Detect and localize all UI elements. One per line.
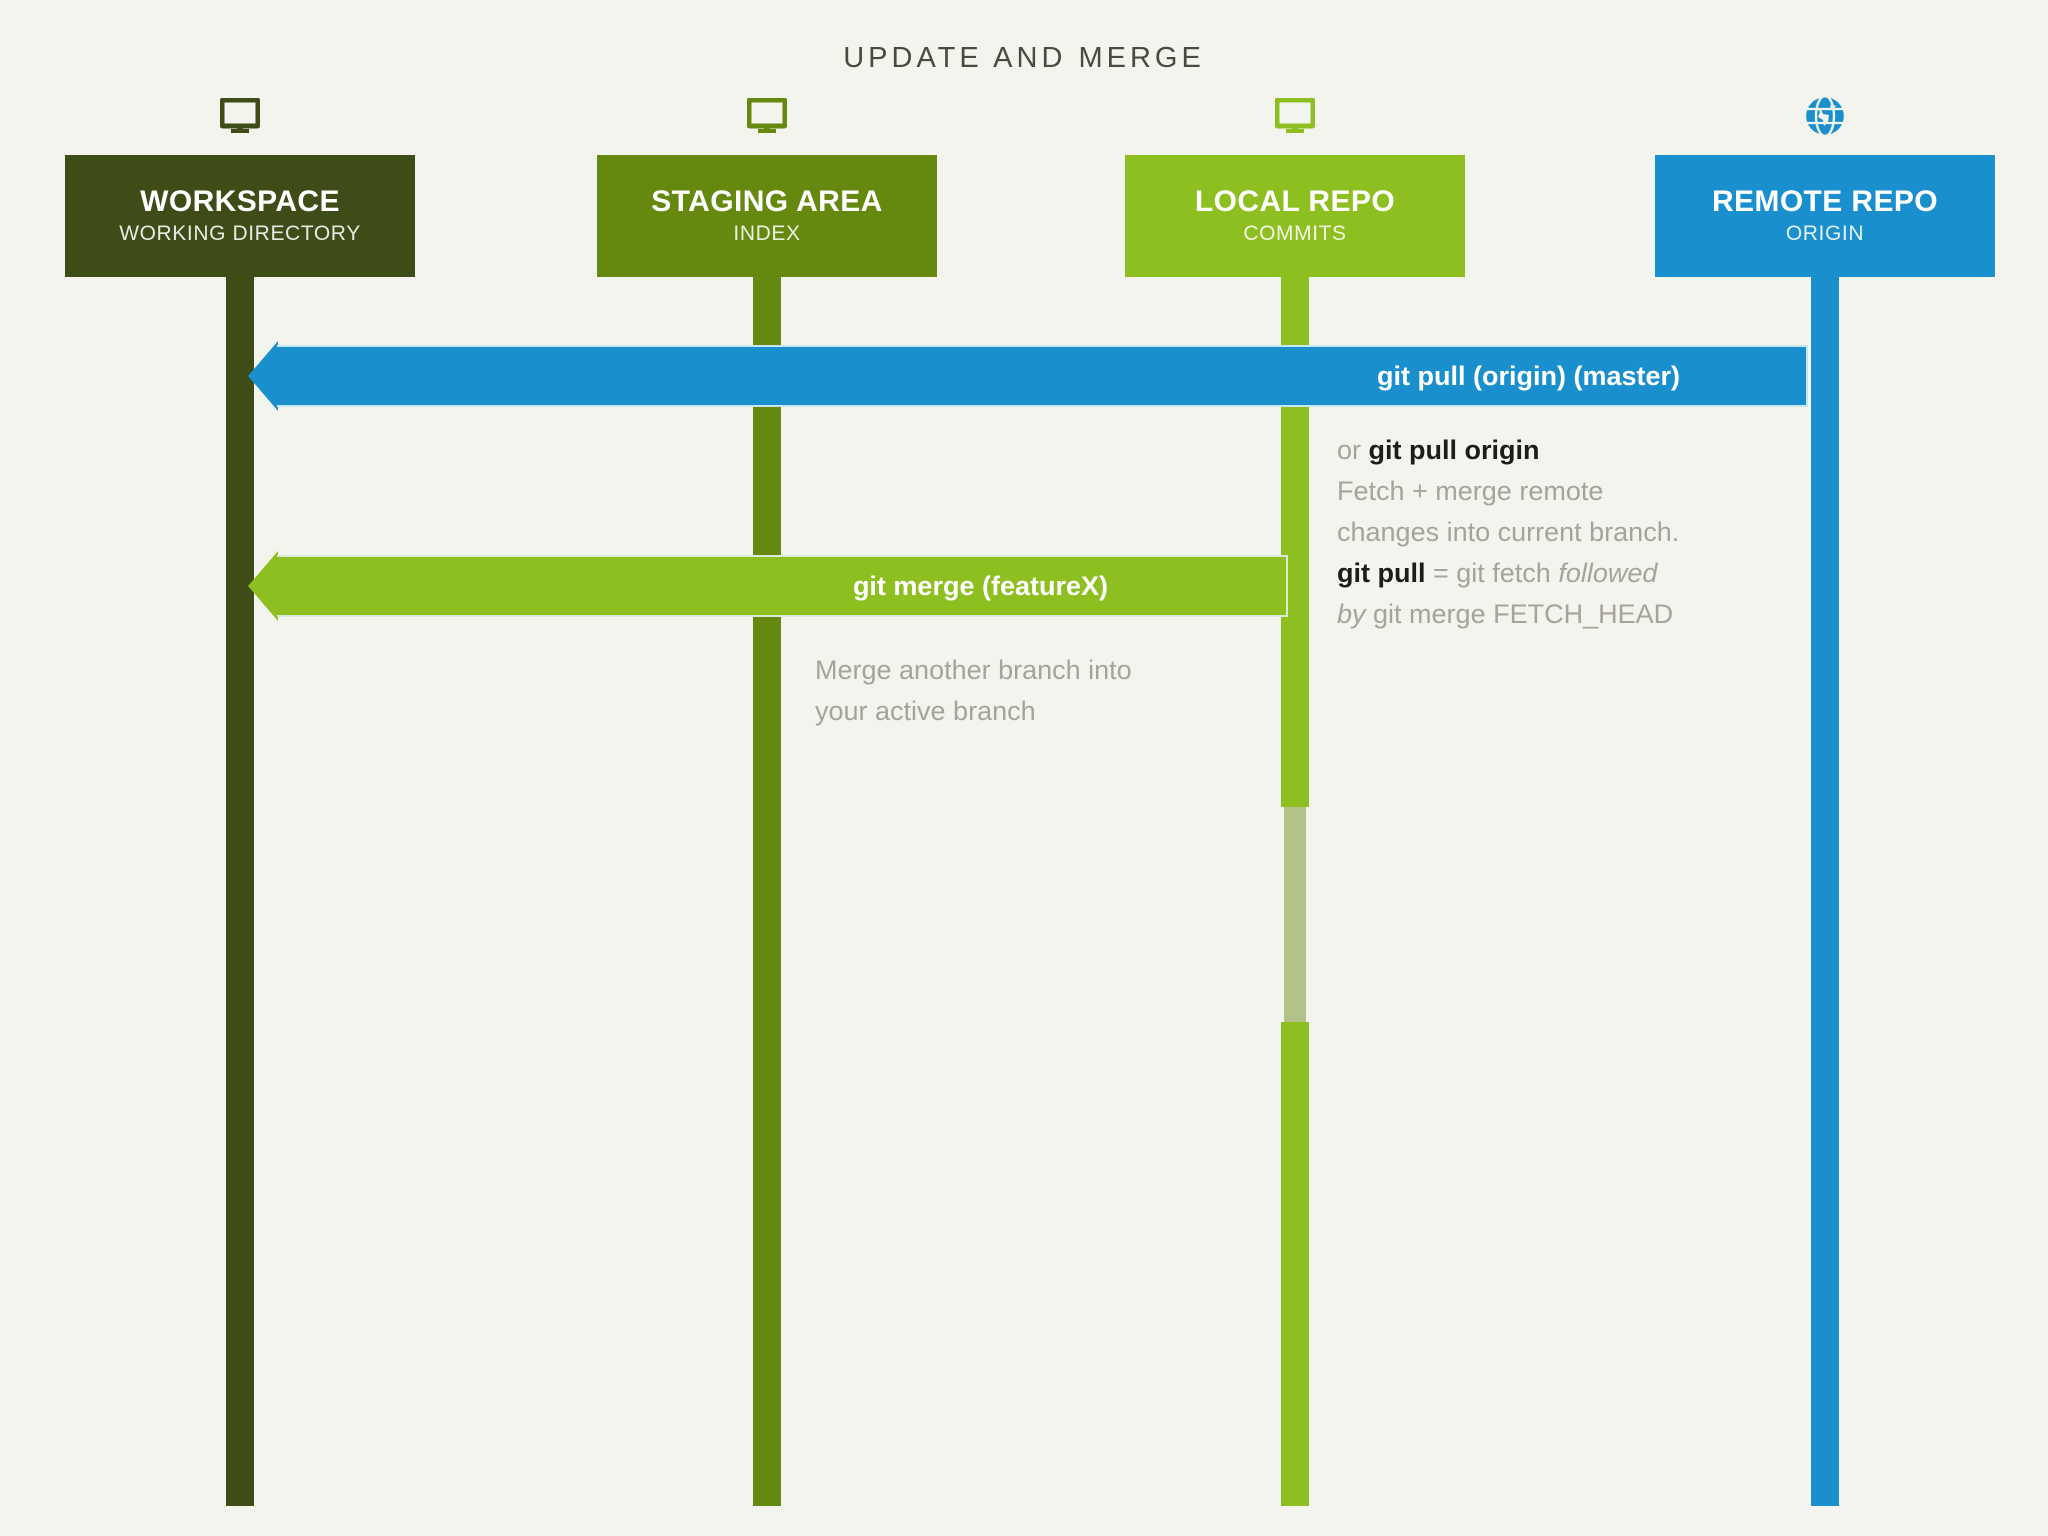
note-prefix: or [1337, 435, 1369, 465]
note-line: changes into current branch. [1337, 517, 1680, 547]
note-line: your active branch [815, 696, 1036, 726]
arrow-head-left-icon [248, 341, 278, 411]
column-subtitle: ORIGIN [1785, 221, 1865, 245]
arrow-git-pull: git pull (origin) (master) [248, 341, 1808, 411]
note-emphasis: by [1337, 599, 1366, 629]
note-emphasis: followed [1558, 558, 1658, 588]
column-title: WORKSPACE [140, 185, 340, 219]
monitor-icon [1125, 98, 1465, 142]
note-text: = git fetch [1425, 558, 1559, 588]
arrow-git-merge: git merge (featureX) [248, 551, 1288, 621]
column-subtitle: COMMITS [1243, 221, 1347, 245]
column-subtitle: INDEX [733, 221, 801, 245]
note-git-pull: or git pull origin Fetch + merge remote … [1337, 430, 1797, 635]
column-stem-staging-area [753, 277, 781, 1506]
column-stem-faded-segment [1281, 807, 1309, 1022]
column-workspace: WORKSPACE WORKING DIRECTORY [65, 0, 415, 1536]
note-line: Merge another branch into [815, 655, 1132, 685]
note-command: git pull origin [1368, 435, 1540, 465]
column-stem-local-repo [1281, 277, 1309, 1506]
arrow-label-git-pull: git pull (origin) (master) [277, 345, 1808, 407]
note-command: git pull [1337, 558, 1426, 588]
globe-icon [1655, 94, 1995, 138]
column-header-workspace: WORKSPACE WORKING DIRECTORY [65, 155, 415, 277]
monitor-icon [597, 98, 937, 142]
column-title: REMOTE REPO [1711, 185, 1939, 219]
arrow-label-git-merge: git merge (featureX) [277, 555, 1288, 617]
note-text: git merge FETCH_HEAD [1365, 599, 1674, 629]
column-subtitle: WORKING DIRECTORY [119, 221, 361, 245]
column-header-local-repo: LOCAL REPO COMMITS [1125, 155, 1465, 277]
column-header-staging-area: STAGING AREA INDEX [597, 155, 937, 277]
column-stem-remote-repo [1811, 277, 1839, 1506]
note-line: by git merge FETCH_HEAD [1337, 594, 1797, 635]
note-line: or git pull origin [1337, 430, 1797, 471]
column-local-repo: LOCAL REPO COMMITS [1125, 0, 1465, 1536]
column-stem-workspace [226, 277, 254, 1506]
note-line: Fetch + merge remote [1337, 476, 1604, 506]
arrow-head-left-icon [248, 551, 278, 621]
column-title: LOCAL REPO [1194, 185, 1396, 219]
page-title: UPDATE AND MERGE [843, 42, 1205, 74]
note-line: git pull = git fetch followed [1337, 553, 1797, 594]
column-title: STAGING AREA [651, 185, 883, 219]
column-remote-repo: REMOTE REPO ORIGIN [1655, 0, 1995, 1536]
note-git-merge: Merge another branch into your active br… [815, 650, 1235, 732]
column-header-remote-repo: REMOTE REPO ORIGIN [1655, 155, 1995, 277]
monitor-icon [65, 98, 415, 142]
column-staging-area: STAGING AREA INDEX [597, 0, 937, 1536]
